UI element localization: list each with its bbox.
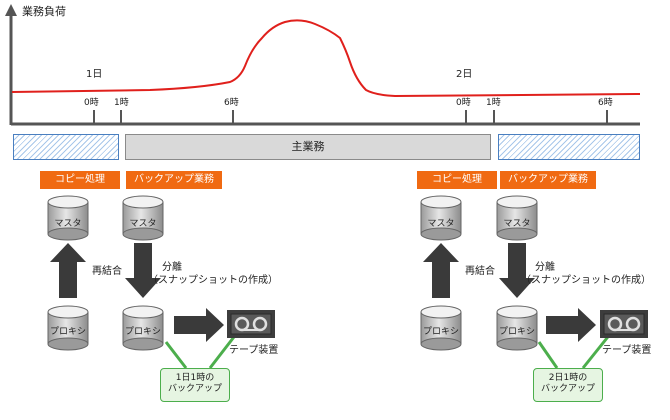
down-arrow-icon xyxy=(125,243,161,298)
cylinder-proxy-3 xyxy=(420,305,462,351)
tick-label: 1時 xyxy=(486,98,501,108)
tick-label: 6時 xyxy=(598,98,613,108)
tick-label: 6時 xyxy=(224,98,239,108)
rejoin-label: 再結合 xyxy=(465,266,495,277)
right-arrow-icon xyxy=(546,308,596,342)
master-label: マスタ xyxy=(503,219,531,229)
load-curve xyxy=(11,19,641,98)
backup-business-label: バックアップ業務 xyxy=(500,171,596,189)
up-arrow-icon xyxy=(50,243,86,298)
copy-process-label: コピー処理 xyxy=(417,171,497,189)
backup-note-line: バックアップ xyxy=(167,384,222,394)
proxy-label: プロキシ xyxy=(49,327,86,337)
up-arrow-icon xyxy=(423,243,459,298)
backup-note-line: 2日1時の xyxy=(548,373,588,383)
backup-window-bar xyxy=(498,134,640,160)
master-label: マスタ xyxy=(427,219,455,229)
tape-device-label: テープ装置 xyxy=(602,345,652,356)
tick-label: 0時 xyxy=(456,98,471,108)
split-label: 分離 xyxy=(162,262,182,273)
copy-process-label: コピー処理 xyxy=(40,171,120,189)
snapshot-label: （スナップショットの作成） xyxy=(521,275,651,286)
tape-device-label: テープ装置 xyxy=(229,345,279,356)
load-graph xyxy=(5,4,641,126)
backup-business-label: バックアップ業務 xyxy=(126,171,222,189)
right-arrow-icon xyxy=(174,308,224,342)
day-label-2: 2日 xyxy=(456,69,473,80)
backup-window-bar xyxy=(13,134,119,160)
main-business-label: 主業務 xyxy=(291,140,325,153)
proxy-label: プロキシ xyxy=(124,327,161,337)
y-axis-label: 業務負荷 xyxy=(22,5,66,18)
cylinder-master-4 xyxy=(496,195,538,241)
connector-lines xyxy=(164,332,613,369)
cylinder-proxy-1 xyxy=(47,305,89,351)
y-axis-arrow-icon xyxy=(5,4,17,16)
rejoin-label: 再結合 xyxy=(92,266,122,277)
tape-device-icon xyxy=(600,310,648,338)
proxy-label: プロキシ xyxy=(498,327,535,337)
master-label: マスタ xyxy=(54,219,82,229)
day-label-1: 1日 xyxy=(86,69,103,80)
master-label: マスタ xyxy=(129,219,157,229)
tick-label: 0時 xyxy=(84,98,99,108)
cylinder-master-1 xyxy=(47,195,89,241)
cylinder-master-3 xyxy=(420,195,462,241)
cylinder-master-2 xyxy=(122,195,164,241)
main-business-bar: 主業務 xyxy=(125,134,491,160)
backup-note-2: 2日1時の バックアップ xyxy=(533,368,603,402)
snapshot-label: （スナップショットの作成） xyxy=(148,275,278,286)
down-arrow-icon xyxy=(499,243,535,298)
cylinder-proxy-2 xyxy=(122,305,164,351)
tape-device-icon xyxy=(227,310,275,338)
backup-note-line: 1日1時の xyxy=(175,373,215,383)
backup-note-1: 1日1時の バックアップ xyxy=(160,368,230,402)
tick-label: 1時 xyxy=(114,98,129,108)
proxy-label: プロキシ xyxy=(422,327,459,337)
backup-note-line: バックアップ xyxy=(540,384,595,394)
split-label: 分離 xyxy=(535,262,555,273)
cylinder-proxy-4 xyxy=(496,305,538,351)
